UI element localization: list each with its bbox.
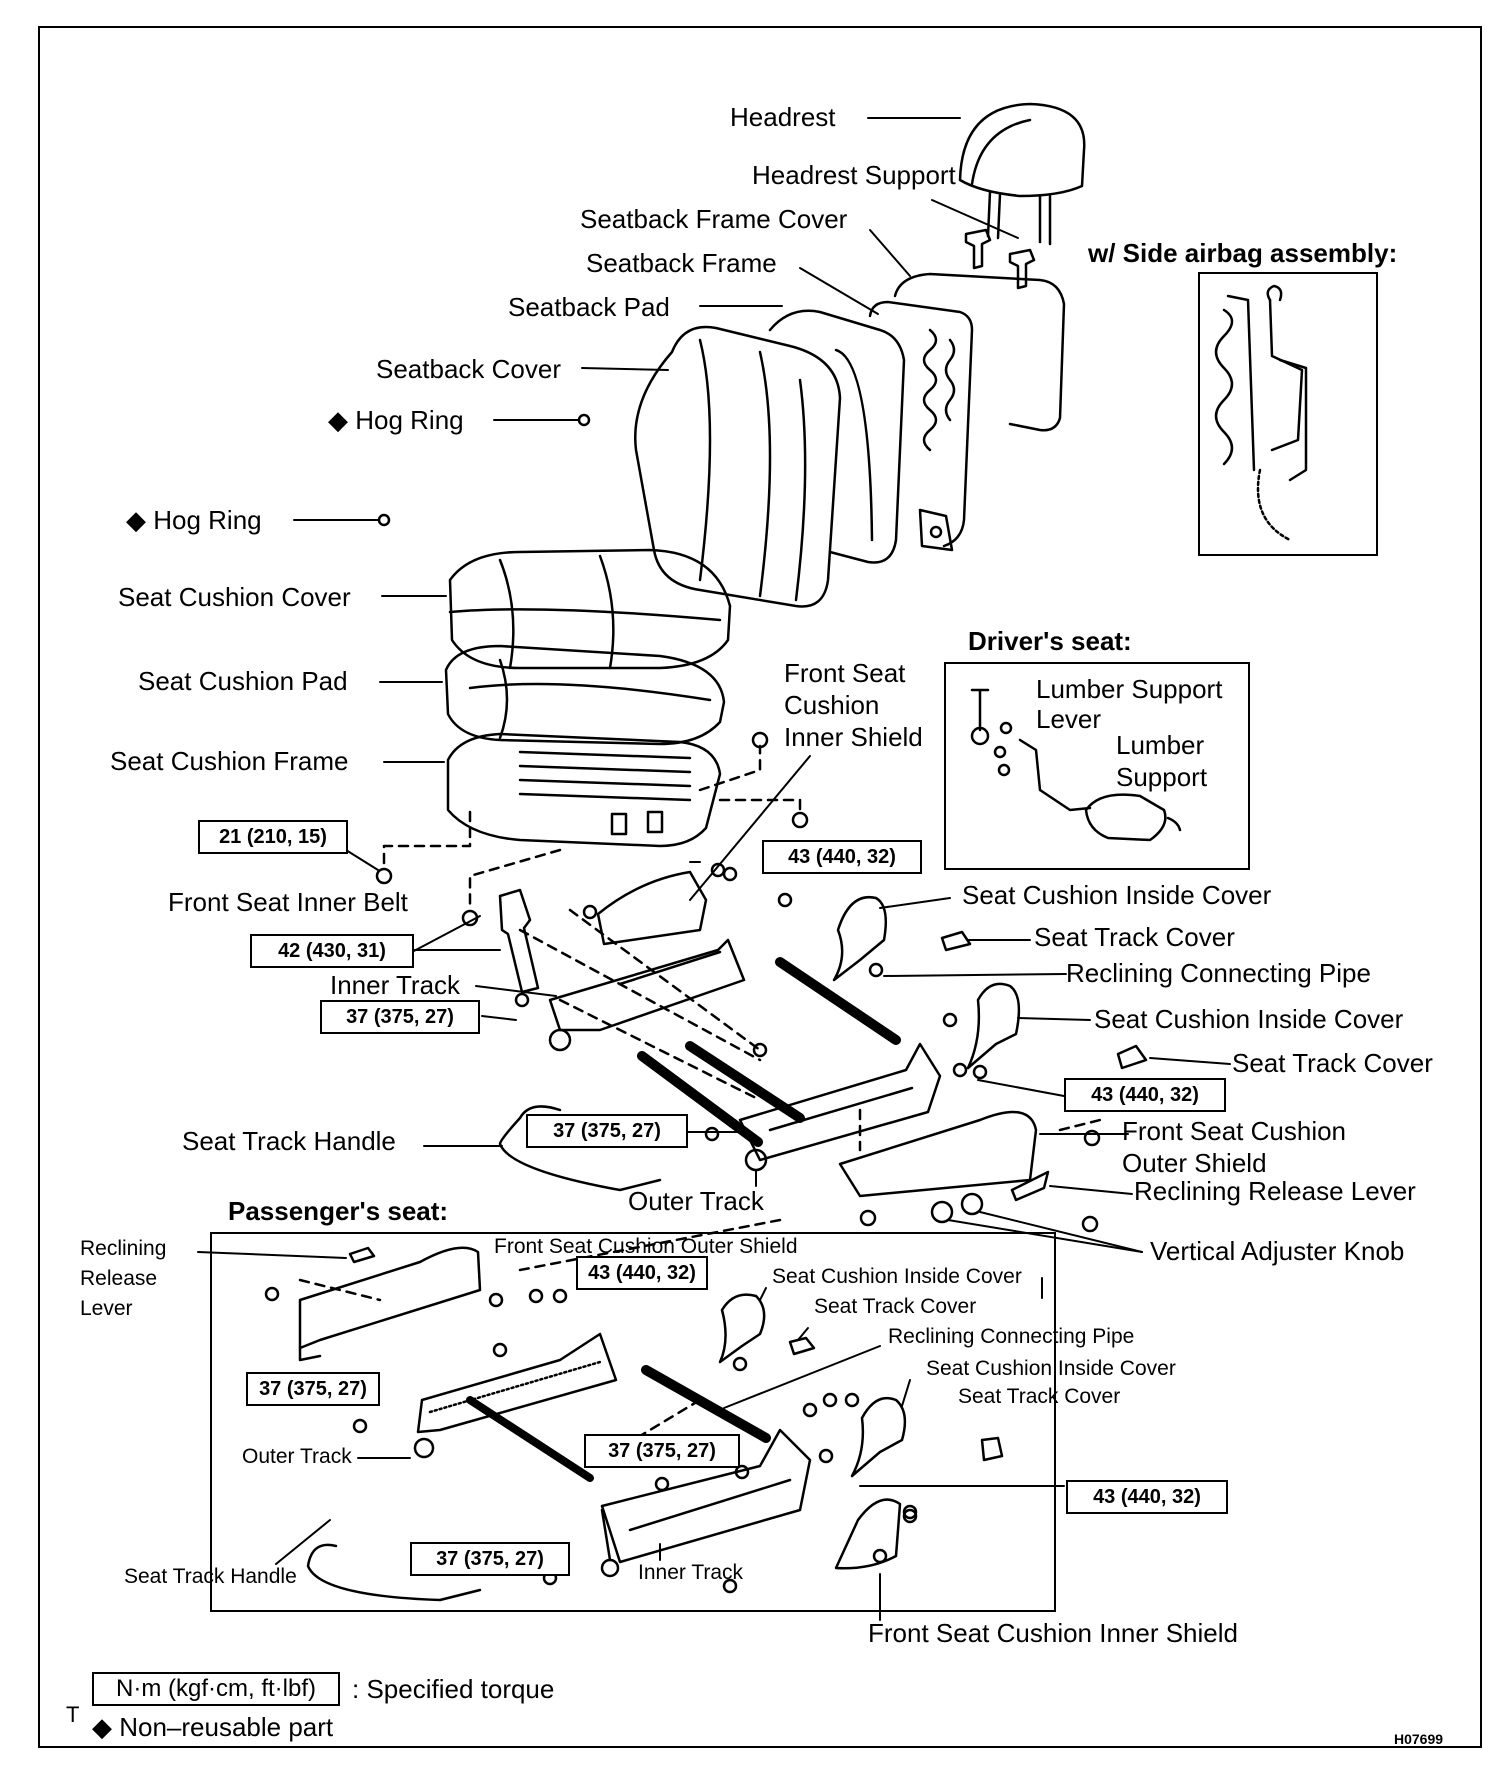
hog-ring-lower (377, 513, 391, 527)
label-front-seat-cushion-outer-shield-2: Outer Shield (1122, 1148, 1267, 1178)
label-reclining-release-lever: Reclining Release Lever (1134, 1176, 1416, 1206)
label-front-seat-inner-belt: Front Seat Inner Belt (168, 887, 408, 917)
side-airbag-drawing (1214, 284, 1308, 542)
label-p-inside-cover-1: Seat Cushion Inside Cover (772, 1265, 1022, 1288)
label-hog-ring-lower: ◆ Hog Ring (126, 505, 262, 535)
label-p-outer-shield: Front Seat Cushion Outer Shield (494, 1235, 798, 1258)
label-headrest: Headrest (730, 102, 836, 132)
front-seat-cushion-inner-shield-part (596, 870, 708, 946)
label-seat-track-cover-right: Seat Track Cover (1232, 1048, 1433, 1078)
torque-43-upper: 43 (440, 32) (762, 840, 922, 874)
driver-outer-track-part (738, 1042, 942, 1172)
label-seat-track-cover-upper: Seat Track Cover (1034, 922, 1235, 952)
label-front-seat-cushion-inner-shield-bottom: Front Seat Cushion Inner Shield (868, 1618, 1238, 1648)
seat-cushion-frame-part (446, 732, 722, 848)
legend-unit-desc: : Specified torque (352, 1674, 555, 1704)
torque-21: 21 (210, 15) (198, 820, 348, 854)
label-p-reclining-1: Reclining (80, 1237, 167, 1260)
seat-track-cover-upper-part (940, 930, 972, 952)
label-front-seat-cushion-inner-shield-3: Inner Shield (784, 722, 923, 752)
figure-code: H07699 (1394, 1731, 1444, 1747)
headrest-support-part (964, 228, 1036, 290)
torque-43-p2: 43 (440, 32) (1066, 1480, 1228, 1514)
passenger-seat-box-top (210, 1232, 1056, 1612)
label-seatback-cover: Seatback Cover (376, 354, 561, 384)
legend-t-mark: T (66, 1702, 80, 1727)
label-lumber-support-lever-2: Lever (1036, 704, 1102, 734)
seatback-frame-cover-part (893, 272, 1066, 432)
seatback-pad-part (768, 309, 906, 564)
torque-43-p: 43 (440, 32) (576, 1256, 708, 1290)
label-p-track-cover-1: Seat Track Cover (814, 1295, 977, 1318)
diagram-frame (38, 26, 1482, 1748)
seat-cushion-pad-part (444, 644, 726, 746)
seatback-cover-part (634, 325, 842, 608)
torque-37-inner: 37 (375, 27) (320, 1000, 480, 1034)
legend-nonreusable: ◆ Non–reusable part (92, 1712, 334, 1742)
torque-37-handle: 37 (375, 27) (526, 1114, 688, 1148)
passenger-seat-box (210, 1232, 1056, 1612)
torque-37-p1: 37 (375, 27) (246, 1372, 380, 1406)
label-seatback-pad: Seatback Pad (508, 292, 670, 322)
label-p-outer-track: Outer Track (242, 1445, 352, 1468)
label-hog-ring-upper: ◆ Hog Ring (328, 405, 464, 435)
seat-track-cover-right-part (1116, 1044, 1148, 1070)
passenger-seat-title: Passenger's seat: (228, 1196, 449, 1226)
seat-cushion-cover-part (448, 548, 732, 670)
vertical-adjuster-knob-part (930, 1200, 954, 1224)
label-front-seat-cushion-outer-shield-1: Front Seat Cushion (1122, 1116, 1347, 1146)
label-p-reclining-pipe: Reclining Connecting Pipe (888, 1325, 1135, 1348)
label-seat-track-handle: Seat Track Handle (182, 1126, 396, 1156)
dashed-connection-lines (298, 744, 1102, 1462)
label-seat-cushion-inside-cover-lower: Seat Cushion Inside Cover (1094, 1004, 1404, 1034)
label-seatback-frame: Seatback Frame (586, 248, 777, 278)
label-p-seat-track-handle: Seat Track Handle (124, 1565, 297, 1588)
torque-42: 42 (430, 31) (250, 934, 414, 968)
passenger-seat-drawing (298, 1246, 1004, 1602)
label-p-inside-cover-2: Seat Cushion Inside Cover (926, 1357, 1176, 1380)
label-front-seat-cushion-inner-shield-2: Cushion (784, 690, 880, 720)
reclining-connecting-pipe-part (775, 957, 901, 1045)
hog-ring-upper (577, 413, 591, 427)
label-seat-cushion-frame: Seat Cushion Frame (110, 746, 349, 776)
reclining-release-lever-part (1010, 1170, 1050, 1202)
driver-inner-track-part (548, 938, 746, 1052)
bolts (264, 731, 1101, 1594)
driver-seat-box (944, 662, 1250, 870)
label-headrest-support: Headrest Support (752, 160, 956, 190)
driver-seat-title: Driver's seat: (968, 626, 1132, 656)
label-seat-cushion-inside-cover-upper: Seat Cushion Inside Cover (962, 880, 1272, 910)
front-seat-cushion-outer-shield-part (838, 1110, 1038, 1198)
leader-lines (197, 117, 1231, 1621)
headrest-part (958, 102, 1086, 246)
side-airbag-box (1198, 272, 1378, 556)
label-front-seat-cushion-inner-shield-1: Front Seat (784, 658, 906, 688)
label-p-reclining-3: Lever (80, 1297, 133, 1320)
label-lumber-support-1: Lumber (1116, 730, 1205, 760)
label-seat-cushion-cover: Seat Cushion Cover (118, 582, 351, 612)
lumbar-support-drawing (970, 688, 1182, 842)
label-p-inner-track: Inner Track (638, 1561, 744, 1584)
torque-43-mid: 43 (440, 32) (1064, 1078, 1226, 1112)
label-outer-track: Outer Track (628, 1186, 764, 1216)
legend-unit-box: N·m (kgf·cm, ft·lbf) (92, 1672, 340, 1706)
label-p-track-cover-2: Seat Track Cover (958, 1385, 1121, 1408)
seat-cushion-inside-cover-lower-part (966, 982, 1021, 1070)
seat-track-handle-part (498, 1105, 662, 1192)
label-seatback-frame-cover: Seatback Frame Cover (580, 204, 848, 234)
label-reclining-connecting-pipe: Reclining Connecting Pipe (1066, 958, 1371, 988)
label-vertical-adjuster-knob: Vertical Adjuster Knob (1150, 1236, 1405, 1266)
label-inner-track: Inner Track (330, 970, 461, 1000)
label-seat-cushion-pad: Seat Cushion Pad (138, 666, 348, 696)
label-lumber-support-lever-1: Lumber Support (1036, 674, 1223, 704)
seat-cushion-inside-cover-upper-part (832, 895, 887, 982)
label-p-reclining-2: Release (80, 1267, 158, 1290)
side-airbag-title: w/ Side airbag assembly: (1088, 238, 1398, 268)
torque-37-p3: 37 (375, 27) (410, 1542, 570, 1576)
label-lumber-support-2: Support (1116, 762, 1208, 792)
seatback-frame-part (868, 300, 974, 552)
torque-37-p2: 37 (375, 27) (584, 1434, 740, 1468)
front-seat-inner-belt-part (498, 888, 540, 994)
